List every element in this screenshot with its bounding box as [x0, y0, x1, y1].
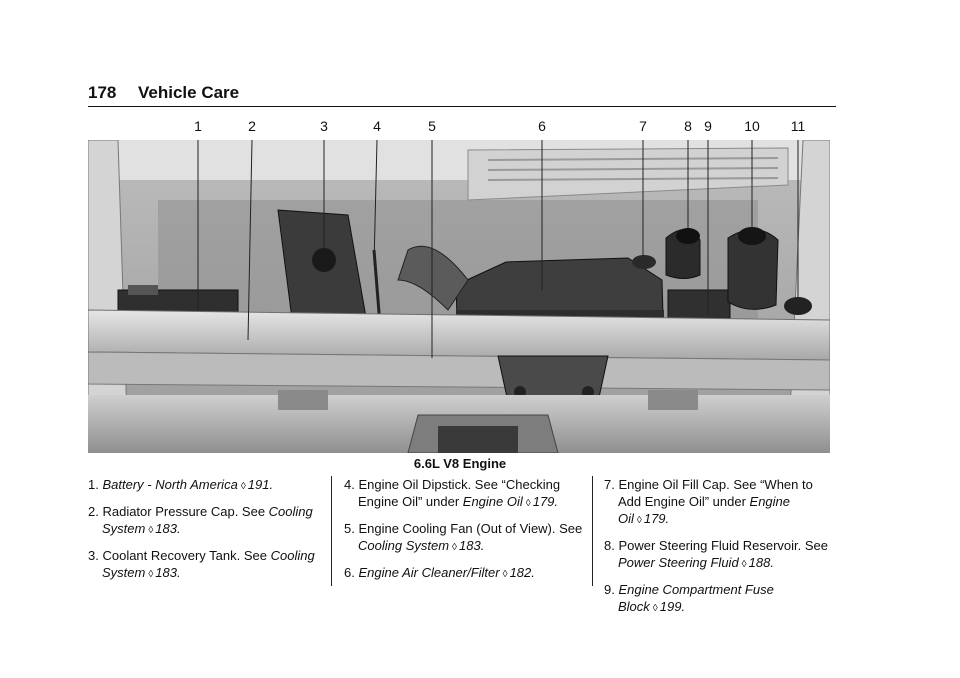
list-item: 7. Engine Oil Fill Cap. See “When to Add… — [604, 476, 836, 529]
page-reference-icon: ◊ — [240, 481, 246, 492]
item-text: Power Steering Fluid Reservoir. See — [618, 538, 829, 553]
list-item: 5. Engine Cooling Fan (Out of View). See… — [344, 520, 584, 556]
item-number: 3. — [88, 548, 99, 563]
column-divider — [331, 476, 332, 586]
item-reference[interactable]: Cooling System — [102, 504, 313, 536]
item-punctuation: . — [480, 538, 485, 553]
item-number: 4. — [344, 477, 355, 492]
page-reference-icon: ◊ — [636, 515, 642, 526]
list-column-1: 1. Battery - North America◊191. 2. Radia… — [88, 476, 320, 591]
page-number: 178 — [88, 83, 117, 102]
list-item: 6. Engine Air Cleaner/Filter◊182. — [344, 564, 584, 583]
list-item: 4. Engine Oil Dipstick. See “Checking En… — [344, 476, 584, 512]
page-reference-icon: ◊ — [148, 525, 154, 536]
item-page[interactable]: 183 — [459, 538, 481, 553]
engine-compartment-illustration — [88, 140, 830, 453]
list-item: 8. Power Steering Fluid Reservoir. See P… — [604, 537, 836, 573]
item-reference[interactable]: Power Steering Fluid — [618, 555, 739, 570]
page-header: 178 Vehicle Care — [88, 80, 836, 107]
item-number: 7. — [604, 477, 615, 492]
item-number: 5. — [344, 521, 355, 536]
item-punctuation: . — [554, 494, 559, 509]
column-divider — [592, 476, 593, 586]
item-punctuation: . — [177, 521, 181, 536]
page-reference-icon: ◊ — [741, 559, 747, 570]
item-punctuation: . — [531, 565, 535, 580]
callout-number: 10 — [744, 118, 760, 134]
item-punctuation: . — [665, 511, 670, 526]
callout-number: 11 — [790, 118, 806, 134]
item-punctuation: . — [681, 599, 686, 614]
item-text: Radiator Pressure Cap. See — [102, 504, 269, 519]
item-number: 2. — [88, 504, 99, 519]
item-reference[interactable]: Battery - North America — [102, 477, 238, 492]
callout-number: 9 — [704, 118, 712, 134]
item-reference[interactable]: Cooling System — [102, 548, 315, 580]
item-page[interactable]: 191 — [247, 477, 270, 492]
item-page[interactable]: 182 — [509, 565, 532, 580]
item-reference[interactable]: Engine Oil — [462, 494, 523, 509]
page-reference-icon: ◊ — [148, 569, 154, 580]
page-reference-icon: ◊ — [652, 603, 658, 614]
item-punctuation: . — [269, 477, 274, 492]
item-page[interactable]: 179 — [532, 494, 555, 509]
callout-number: 5 — [428, 118, 436, 134]
list-item: 3. Coolant Recovery Tank. See Cooling Sy… — [88, 547, 320, 583]
list-column-3: 7. Engine Oil Fill Cap. See “When to Add… — [604, 476, 836, 625]
callout-number: 3 — [320, 118, 328, 134]
page-reference-icon: ◊ — [525, 498, 531, 509]
item-page[interactable]: 179 — [643, 511, 666, 526]
item-text: Engine Cooling Fan (Out of View). See — [358, 521, 583, 536]
callout-number: 6 — [538, 118, 546, 134]
item-number: 8. — [604, 538, 615, 553]
page-reference-icon: ◊ — [452, 542, 457, 553]
section-title: Vehicle Care — [138, 83, 240, 102]
list-item: 2. Radiator Pressure Cap. See Cooling Sy… — [88, 503, 320, 539]
callout-number: 8 — [684, 118, 692, 134]
callout-number: 7 — [639, 118, 647, 134]
item-reference[interactable]: Cooling System — [358, 538, 450, 553]
item-page[interactable]: 199 — [659, 599, 682, 614]
item-page[interactable]: 183 — [155, 565, 177, 580]
item-text: Engine Oil Fill Cap. See “When to Add En… — [618, 477, 813, 509]
item-reference[interactable]: Engine Air Cleaner/Filter — [358, 565, 500, 580]
item-reference[interactable]: Engine Compartment Fuse Block — [618, 582, 774, 614]
item-punctuation: . — [177, 565, 181, 580]
callout-number: 1 — [194, 118, 202, 134]
item-number: 9. — [604, 582, 615, 597]
item-page[interactable]: 183 — [155, 521, 177, 536]
list-item: 1. Battery - North America◊191. — [88, 476, 320, 495]
callout-row: 1 2 3 4 5 6 7 8 9 10 11 — [0, 118, 960, 138]
item-text: Engine Oil Dipstick. See “Checking Engin… — [358, 477, 561, 509]
item-page[interactable]: 188 — [748, 555, 771, 570]
item-number: 1. — [88, 477, 99, 492]
list-item: 9. Engine Compartment Fuse Block◊199. — [604, 581, 836, 617]
page-reference-icon: ◊ — [502, 569, 508, 580]
list-column-2: 4. Engine Oil Dipstick. See “Checking En… — [344, 476, 584, 591]
item-number: 6. — [344, 565, 355, 580]
callout-number: 4 — [373, 118, 381, 134]
callout-number: 2 — [248, 118, 256, 134]
item-punctuation: . — [770, 555, 774, 570]
figure-caption: 6.6L V8 Engine — [413, 456, 507, 471]
item-reference[interactable]: Engine Oil — [618, 494, 791, 526]
item-text: Coolant Recovery Tank. See — [102, 548, 271, 563]
